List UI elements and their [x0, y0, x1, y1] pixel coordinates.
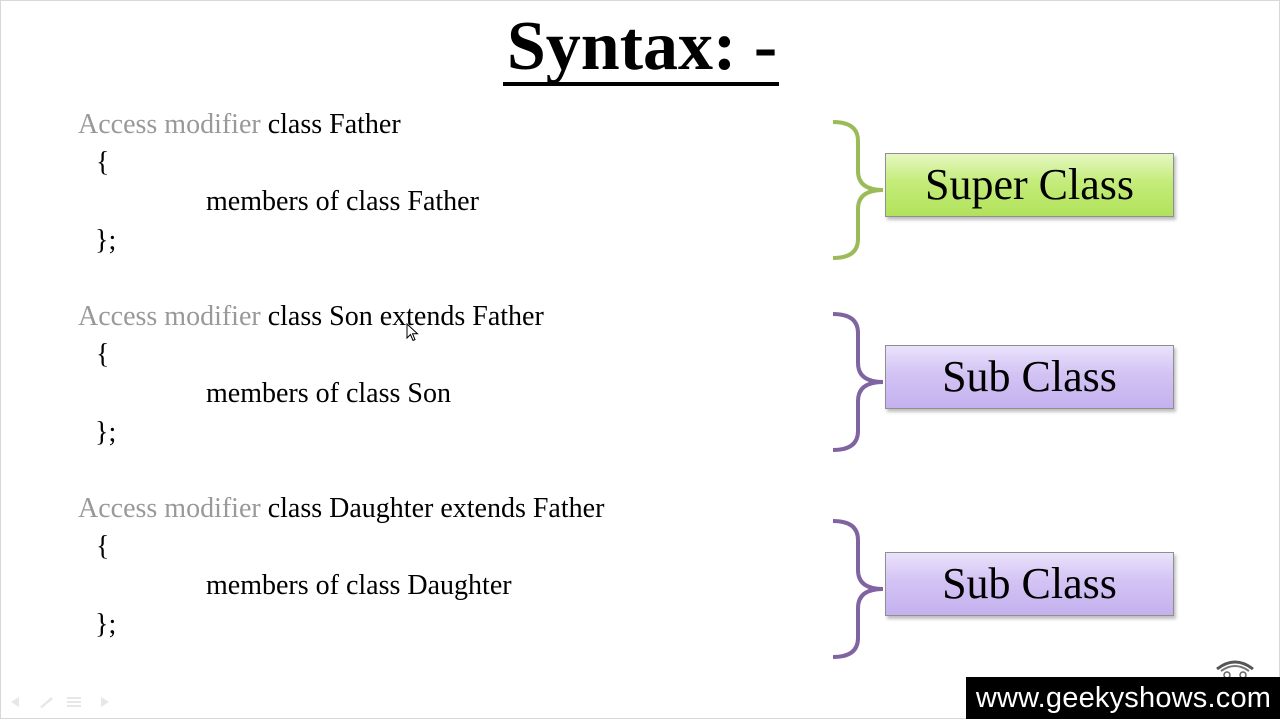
declaration-text: class Daughter extends Father — [260, 493, 605, 524]
access-modifier-text: Access modifier — [78, 301, 261, 332]
class-declaration-daughter: Access modifier class Daughter extends F… — [78, 493, 604, 525]
open-brace: { — [96, 531, 110, 562]
sub-class-label-son: Sub Class — [885, 345, 1174, 409]
close-brace: }; — [95, 417, 117, 448]
close-brace: }; — [95, 225, 117, 256]
class-members-text: members of class Daughter — [206, 570, 512, 601]
super-class-label: Super Class — [885, 153, 1174, 217]
menu-icon[interactable] — [65, 695, 83, 707]
open-brace: { — [96, 339, 110, 370]
previous-slide-icon[interactable] — [9, 695, 27, 707]
class-declaration-son: Access modifier class Son extends Father — [78, 301, 544, 333]
next-slide-icon[interactable] — [93, 695, 111, 707]
class-members-text: members of class Father — [206, 186, 479, 217]
slide-title: Syntax: - — [1, 9, 1280, 86]
sub-class-label-daughter: Sub Class — [885, 552, 1174, 616]
sub-class-brace-son — [832, 312, 884, 452]
access-modifier-text: Access modifier — [78, 493, 261, 524]
super-class-brace — [832, 120, 884, 260]
access-modifier-text: Access modifier — [78, 109, 261, 140]
declaration-text: class Son extends Father — [260, 301, 544, 332]
declaration-text: class Father — [260, 109, 401, 140]
watermark-url: www.geekyshows.com — [966, 677, 1280, 719]
open-brace: { — [96, 147, 110, 178]
class-declaration-father: Access modifier class Father — [78, 109, 401, 141]
slideshow-toolbar — [9, 695, 111, 708]
pen-icon[interactable] — [37, 695, 55, 708]
close-brace: }; — [95, 609, 117, 640]
geekyshows-logo-icon — [1216, 660, 1254, 679]
sub-class-brace-daughter — [832, 519, 884, 659]
class-members-text: members of class Son — [206, 378, 451, 409]
mouse-pointer-icon — [406, 323, 419, 342]
